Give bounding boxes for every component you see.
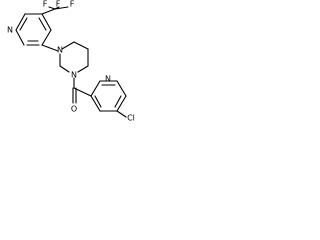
- chemical-structure: F F F N N N O N Cl: [7, 0, 135, 123]
- piperazine-ring: [59, 41, 89, 73]
- pyridine-bottom-nitrogen-label: N: [105, 75, 111, 84]
- chlorine-label: Cl: [127, 114, 135, 123]
- piperazine-top-nitrogen-label: N: [57, 46, 63, 55]
- aryl-piperazine-bond: [41, 44, 59, 52]
- chlorine-bond: [116, 110, 127, 118]
- carbonyl-oxygen-label: O: [71, 105, 77, 114]
- fluorine-label-middle: F: [56, 0, 61, 9]
- pyridine-top-nitrogen-label: N: [7, 26, 13, 35]
- trifluoromethyl-group: [41, 6, 69, 15]
- pyridine-ring-top: [15, 13, 52, 46]
- fluorine-label-right: F: [70, 0, 75, 9]
- carbonyl-group: [72, 87, 92, 104]
- pyridine-ring-bottom: [90, 80, 127, 112]
- piperazine-bottom-nitrogen-label: N: [71, 71, 77, 80]
- fluorine-label-left: F: [43, 0, 48, 9]
